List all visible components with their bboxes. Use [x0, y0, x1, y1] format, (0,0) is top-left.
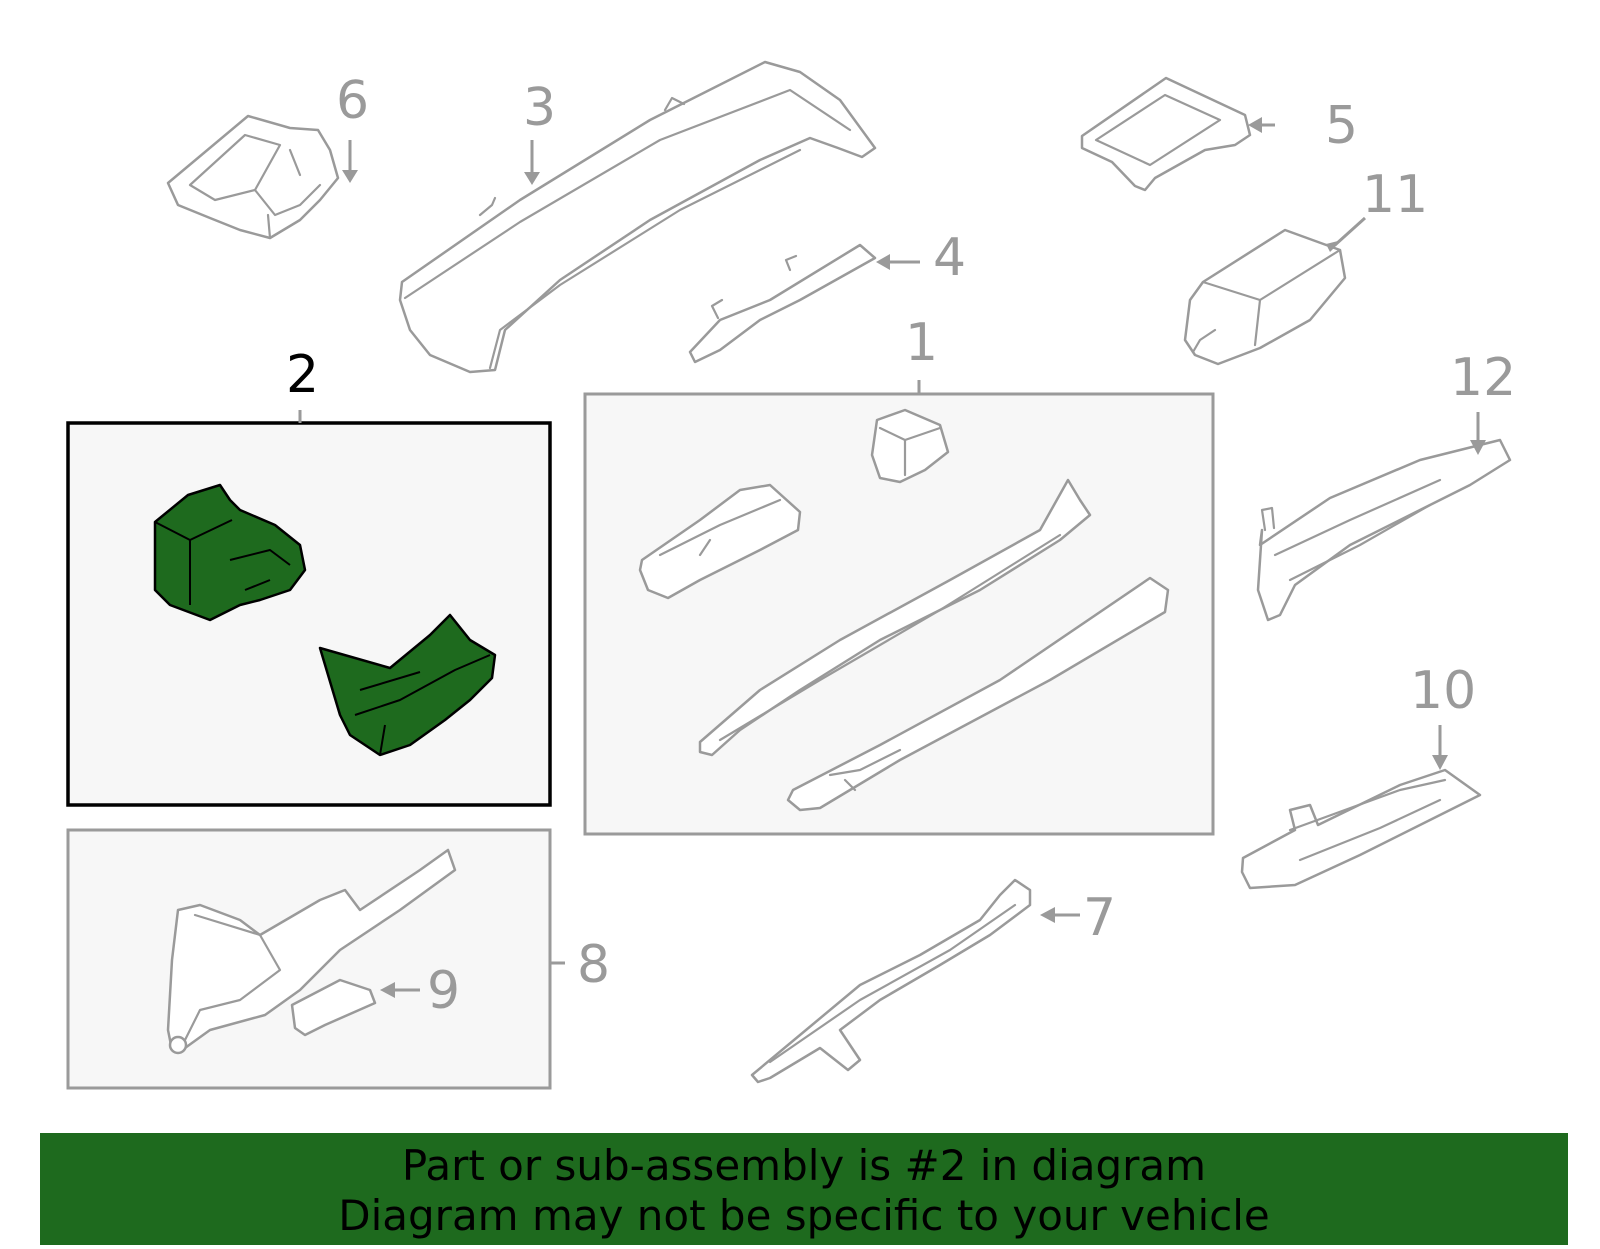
part-1-components: [638, 408, 1170, 812]
callout-7: 7: [1083, 888, 1116, 948]
callout-12: 12: [1450, 348, 1516, 408]
callout-4: 4: [933, 228, 966, 288]
callout-11: 11: [1362, 165, 1428, 225]
callout-5: 5: [1325, 96, 1358, 156]
callout-1: 1: [905, 313, 938, 373]
part-5-panel: [1080, 76, 1252, 192]
callout-3: 3: [523, 78, 556, 138]
callout-9: 9: [427, 961, 460, 1021]
callout-8: 8: [577, 935, 610, 995]
assembly-box-2[interactable]: [66, 421, 552, 807]
part-2-highlighted-lower[interactable]: [318, 613, 497, 757]
callout-10: 10: [1410, 661, 1476, 721]
part-12-bracket: [1256, 438, 1512, 622]
callout-2[interactable]: 2: [286, 345, 319, 405]
part-11-module: [1183, 228, 1347, 366]
banner-line-1: Part or sub-assembly is #2 in diagram: [401, 1141, 1207, 1190]
part-9-clip: [290, 978, 377, 1037]
info-banner: Part or sub-assembly is #2 in diagram Di…: [40, 1133, 1568, 1245]
leader-lines: [298, 117, 1486, 998]
part-7-rail: [750, 878, 1032, 1084]
part-6-bracket: [166, 114, 340, 240]
part-4-strip: [688, 243, 877, 364]
part-8-panel: [166, 848, 457, 1055]
part-2-highlighted-upper[interactable]: [153, 483, 307, 622]
part-3-trim-panel: [398, 60, 877, 374]
callout-6: 6: [336, 71, 369, 131]
part-10-tray: [1240, 768, 1482, 890]
banner-line-2: Diagram may not be specific to your vehi…: [338, 1191, 1270, 1240]
